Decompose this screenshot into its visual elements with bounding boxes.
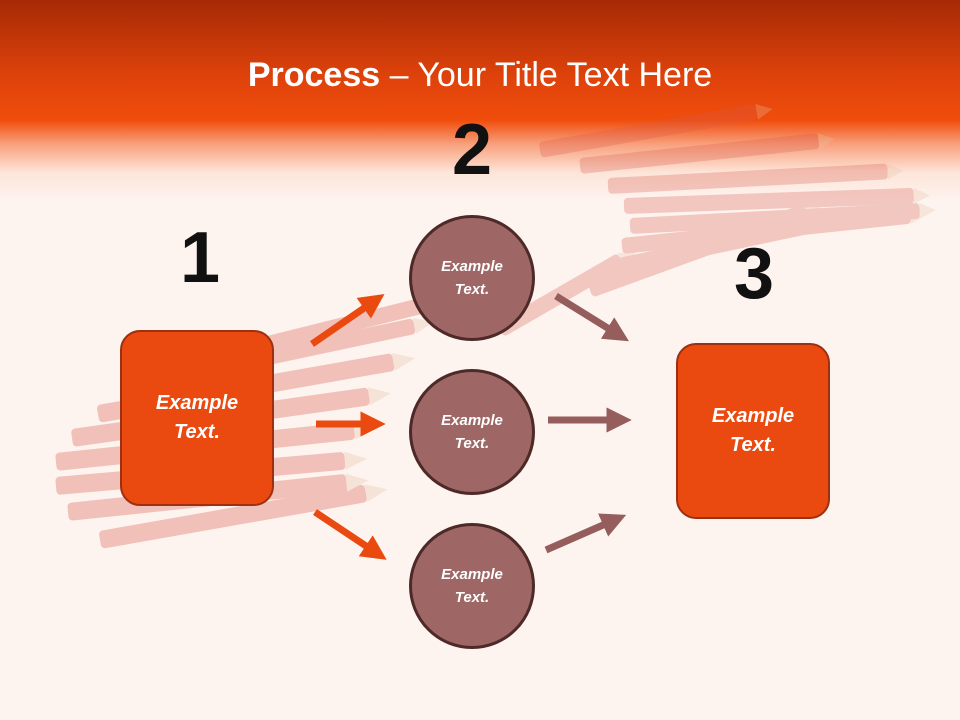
step-number-1: 1: [179, 218, 221, 298]
step-number-3: 3: [733, 234, 775, 314]
step-2-circle-bottom: Example Text.: [409, 523, 535, 649]
title-rest: – Your Title Text Here: [380, 56, 713, 94]
step-number-2: 2: [451, 110, 493, 190]
step-2-circle-top-text: Example Text.: [441, 258, 503, 298]
header-band: [0, 0, 960, 200]
title-bold: Process: [247, 56, 381, 94]
slide-title: Process – Your Title Text Here: [0, 52, 960, 98]
step-3-box: Example Text.: [676, 343, 830, 519]
step-2-circle-top: Example Text.: [409, 215, 535, 341]
step-1-text: Example Text.: [155, 392, 239, 443]
step-2-circle-bottom-text: Example Text.: [441, 566, 503, 606]
pencil-pile-right: [497, 103, 936, 336]
step-2-circle-middle: Example Text.: [409, 369, 535, 495]
step-1-box: Example Text.: [120, 330, 274, 506]
step-2-circle-middle-text: Example Text.: [441, 412, 503, 452]
step-3-text: Example Text.: [711, 405, 795, 456]
